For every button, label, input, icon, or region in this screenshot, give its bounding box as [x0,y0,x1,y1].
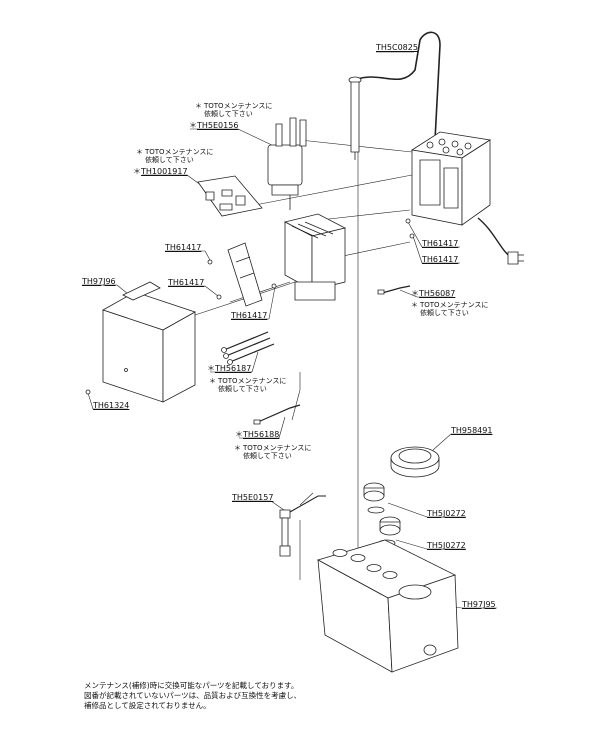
heater-block-drawing [285,214,345,300]
footer-note: メンテナンス(補修)時に交換可能なパーツを記載しております。 図番が記載されてい… [84,681,301,711]
label-th5j0272-a: TH5J0272 [427,509,466,518]
label-th61417-b: TH61417 [168,278,205,287]
bracket-drawing [228,243,262,306]
label-th5c0825: TH5C0825 [376,43,418,52]
label-th61417-d: TH61417 [422,239,459,248]
circuit-board-drawing [198,176,262,216]
label-th61417-a: TH61417 [165,243,202,252]
wire-drawing [254,405,300,424]
valve-assembly-drawing [268,118,306,210]
screw-drawings [86,219,414,394]
label-th97j95: TH97J95 [462,600,496,609]
label-th61417-c: TH61417 [231,311,268,320]
level-sensor-drawing [280,496,326,556]
note-th1001917: ＊TOTOメンテナンスに 依頼して下さい [136,148,214,164]
footer-line-1: メンテナンス(補修)時に交換可能なパーツを記載しております。 [84,681,299,690]
label-th97j96: TH97J96 [82,277,116,286]
label-th5e0157: TH5E0157 [232,493,274,502]
footer-line-3: 補修品として設定されておりません。 [84,701,211,710]
wire-harness-drawing [222,332,275,365]
tube-sensor-drawing [349,32,440,160]
label-th56188: ＊TH56188 [235,430,280,439]
label-th61417-e: TH61417 [422,255,459,264]
note-th56087: ＊TOTOメンテナンスに 依頼して下さい [411,301,489,317]
note-th56188: ＊TOTOメンテナンスに 依頼して下さい [234,444,312,460]
controller-box-drawing [412,132,524,264]
note-th5e0156: ＊TOTOメンテナンスに 依頼して下さい [195,102,273,118]
cover-drawing [103,282,195,402]
note-th56187: ＊TOTOメンテナンスに 依頼して下さい [209,377,287,393]
label-th5j0272-b: TH5J0272 [427,541,466,550]
sensor-wire-drawing [378,286,410,294]
ring-drawing [391,447,439,477]
tank-drawing [318,540,458,672]
label-th61324: TH61324 [93,401,130,410]
label-th958491: TH958491 [451,426,493,435]
label-th1001917: ＊TH1001917 [133,167,188,176]
label-th56087: ＊TH56087 [411,289,456,298]
label-th5e0156: ＊TH5E0156 [189,121,239,130]
cap-and-gasket-drawings [364,483,400,546]
footer-line-2: 図番が記載されていないパーツは、品質および互換性を考慮し、 [84,691,302,700]
label-th56187: ＊TH56187 [207,364,252,373]
